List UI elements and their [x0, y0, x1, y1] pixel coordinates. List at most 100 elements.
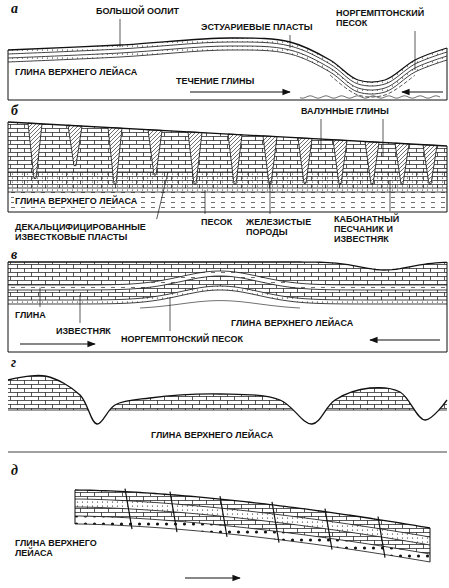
layer-boundary — [8, 172, 447, 173]
boulder-clay-fissure — [423, 145, 437, 184]
section-frame — [8, 262, 447, 352]
fissure-ground — [298, 138, 312, 183]
leader-line — [157, 172, 168, 219]
ironstone-band — [8, 172, 447, 188]
layer-boundary — [8, 42, 447, 86]
flow-arrow — [185, 577, 240, 578]
section-edge — [75, 490, 76, 524]
leader-line — [120, 19, 121, 47]
panel-letter: а — [10, 2, 19, 16]
layer-boundary — [8, 410, 447, 411]
flow-arrow — [190, 91, 290, 92]
sand-layer — [8, 286, 447, 304]
fault-line — [378, 516, 385, 557]
layer-label: НОРГЕМПТОНСКИЙ ПЕСОК — [335, 8, 437, 28]
flow-arrow — [370, 339, 440, 340]
layer-label: ИЗВЕСТНЯК — [55, 326, 112, 336]
fault-line — [170, 492, 177, 533]
boulder-clay-fissure — [148, 130, 162, 175]
leader-line — [390, 180, 391, 211]
layer-boundary — [75, 524, 430, 562]
boulder-clay-fissure — [263, 136, 277, 184]
layer-label: ПЕСОК — [200, 217, 233, 227]
sand-layer — [8, 46, 447, 94]
section-base — [8, 452, 447, 453]
flow-arrow — [20, 343, 95, 344]
ground-surface — [8, 262, 447, 270]
leader-line — [270, 180, 271, 214]
fault-line — [125, 489, 132, 529]
layer-boundary — [8, 286, 447, 300]
leader-line — [383, 119, 384, 157]
layer-label: ГЛИНА — [14, 310, 47, 320]
flow-arrow — [402, 91, 443, 92]
fissure-ground — [28, 123, 42, 178]
layer-label: ТЕЧЕНИЕ ГЛИНЫ — [175, 76, 255, 86]
panel-letter: б — [10, 104, 19, 118]
limestone-outlier — [8, 375, 447, 410]
boulder-clay-fissure — [395, 143, 409, 184]
fissure-ground — [395, 143, 409, 184]
layer-label: ГЛИНА ВЕРХНЕГО ЛЕЙАСА — [14, 196, 138, 206]
section-edge — [430, 528, 431, 562]
boulder-clay-fissure — [28, 123, 42, 178]
layer-boundary — [8, 276, 447, 290]
faulted-layer — [75, 516, 430, 562]
clay-flow-line — [330, 75, 415, 97]
boulder-clay-fissure — [68, 125, 82, 165]
panel-letter: в — [10, 248, 18, 262]
boulder-clay-fissure — [298, 138, 312, 183]
fold-line — [140, 301, 300, 308]
leader-line — [205, 190, 206, 214]
leader-line — [80, 295, 81, 323]
clay-layer — [8, 192, 447, 212]
boulder-clay-fissure — [188, 132, 202, 184]
layer-label: ДЕКАЛЬЦИФИЦИРОВАННЫЕ ИЗВЕСТКОВЫЕ ПЛАСТЫ — [14, 222, 156, 242]
panel-letter: г — [10, 356, 17, 370]
layer-label: НОРГЕМПТОНСКИЙ ПЕСОК — [120, 334, 244, 344]
layer-label: БОЛЬШОЙ ООЛИТ — [95, 6, 180, 16]
oolite-layer — [8, 38, 447, 86]
layer-boundary — [8, 188, 447, 192]
layer-label: КАБОНАТНЫЙ ПЕСЧАНИК И ИЗВЕСТНЯК — [333, 214, 445, 244]
boulder-clay-fissure — [228, 134, 242, 184]
layer-label: ЖЕЛЕЗИСТЫЕ ПОРОДЫ — [245, 217, 327, 237]
fissure-ground — [68, 125, 82, 165]
leader-line — [290, 35, 291, 48]
layer-boundary — [8, 290, 447, 304]
fissure-ground — [148, 130, 162, 175]
fault-line — [220, 496, 227, 537]
layer-label: ГЛИНА ВЕРХНЕГО ЛЕЙАСА — [14, 67, 138, 77]
fault-line — [272, 502, 279, 543]
fissure-ground — [108, 127, 122, 184]
section-frame — [8, 48, 447, 100]
fissure-ground — [365, 142, 379, 184]
boulder-clay-fissure — [333, 140, 347, 184]
layer-boundary — [8, 271, 447, 285]
layer-label: ВАЛУННЫЕ ГЛИНЫ — [300, 106, 390, 116]
leader-line — [40, 288, 41, 308]
section-frame — [8, 122, 447, 212]
clay-flow-wave — [300, 96, 440, 98]
sand-layer — [8, 188, 447, 192]
fissure-ground — [188, 132, 202, 184]
layer-label: ЭСТУАРИЕВЫЕ ПЛАСТЫ — [200, 22, 314, 32]
leader-line — [321, 119, 322, 150]
layer-boundary — [8, 50, 447, 94]
boulder-clay-fissure — [365, 142, 379, 184]
fault-line — [325, 509, 332, 550]
boulder-clay-fissure — [108, 127, 122, 184]
fissure-ground — [263, 136, 277, 184]
layer-boundary — [75, 516, 430, 554]
ground-surface — [8, 122, 447, 146]
limestone-block — [8, 122, 447, 188]
fissure-ground — [333, 140, 347, 184]
ground-surface — [8, 375, 447, 424]
panel-letter: д — [10, 464, 19, 478]
fissure-ground — [423, 145, 437, 184]
fissure-ground — [228, 134, 242, 184]
layer-label: ГЛИНА ВЕРХНЕГО ЛЕЙАСА — [150, 430, 274, 440]
